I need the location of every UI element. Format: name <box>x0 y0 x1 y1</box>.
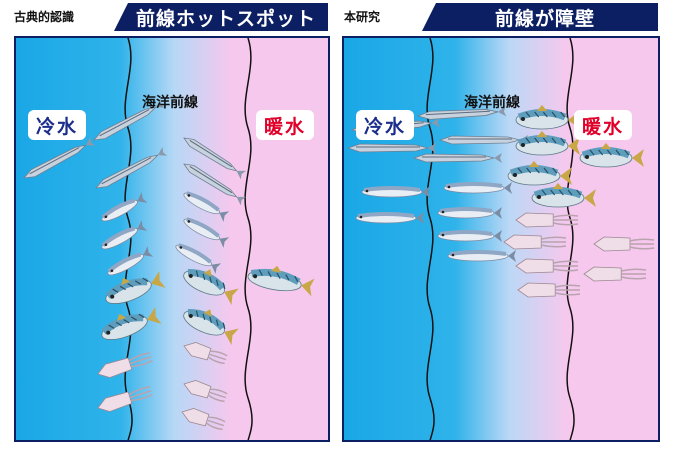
squid-icon <box>515 212 579 228</box>
saury-icon <box>416 106 507 120</box>
front-label: 海洋前線 <box>142 95 198 111</box>
saury-icon <box>412 153 502 163</box>
mackerel-icon <box>515 131 580 156</box>
squid-icon <box>183 380 228 403</box>
sardine-icon <box>183 191 230 222</box>
saury-icon <box>183 137 247 180</box>
left-panel-art <box>16 38 328 440</box>
mackerel-icon <box>531 183 596 208</box>
squid-icon <box>183 342 228 365</box>
front-label: 海洋前線 <box>464 95 520 111</box>
squid-icon <box>181 408 226 431</box>
warm-water-label: 暖水 <box>256 110 314 140</box>
cold-water-label: 冷水 <box>28 110 86 140</box>
mackerel-icon <box>579 143 644 168</box>
sardine-icon <box>437 230 502 242</box>
mackerel-icon <box>247 265 315 297</box>
squid-icon <box>97 386 153 412</box>
cold-water-label: 冷水 <box>356 110 414 140</box>
sardine-icon <box>361 186 430 198</box>
sardine-icon <box>175 243 222 274</box>
sardine-icon <box>107 246 154 276</box>
sardine-icon <box>443 182 512 194</box>
sardine-icon <box>447 250 516 262</box>
squid-icon <box>593 236 655 252</box>
right-tag: 本研究 <box>344 10 381 24</box>
left-title: 前線ホットスポット <box>114 3 328 31</box>
sardine-icon <box>101 220 148 250</box>
fish-group <box>23 98 315 431</box>
mackerel-icon <box>507 161 572 186</box>
mackerel-icon <box>101 307 162 340</box>
sardine-icon <box>355 212 424 224</box>
saury-icon <box>23 136 96 179</box>
warm-water-label: 暖水 <box>574 110 632 140</box>
front-line-right <box>566 38 575 440</box>
mackerel-icon <box>183 268 239 305</box>
left-panel: 海洋前線 冷水 暖水 <box>14 36 330 442</box>
mackerel-icon <box>105 271 166 304</box>
saury-icon <box>183 163 247 206</box>
squid-icon <box>515 258 579 274</box>
front-line-right <box>244 38 253 440</box>
squid-icon <box>517 282 581 298</box>
left-tag: 古典的認識 <box>14 10 75 24</box>
sardine-icon <box>437 207 502 219</box>
sardine-icon <box>101 192 148 222</box>
right-title: 前線が障壁 <box>422 3 658 31</box>
water-background <box>16 38 328 440</box>
saury-icon <box>346 143 436 153</box>
mackerel-icon <box>183 308 239 345</box>
right-panel: 海洋前線 冷水 暖水 <box>342 36 660 442</box>
squid-icon <box>583 266 647 282</box>
saury-icon <box>95 146 168 189</box>
saury-icon <box>93 98 166 141</box>
sardine-icon <box>183 217 230 248</box>
squid-icon <box>503 234 567 250</box>
squid-icon <box>97 352 153 378</box>
